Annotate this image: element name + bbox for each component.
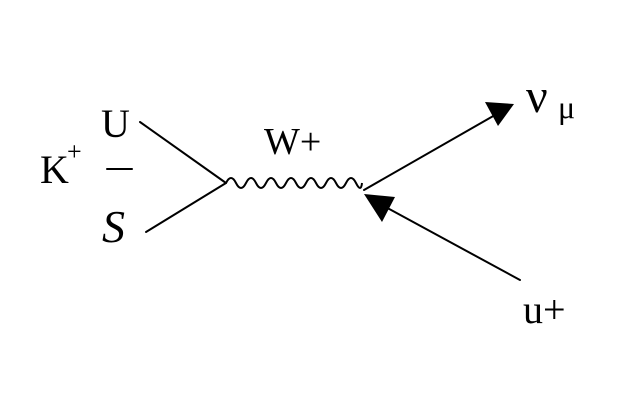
w-boson-label: W+ xyxy=(264,121,321,163)
neutrino-subscript-label: μ xyxy=(558,89,575,125)
neutrino-arrowhead xyxy=(485,102,514,126)
w-boson-propagator xyxy=(225,177,363,189)
muon-line xyxy=(379,203,521,281)
neutrino-line xyxy=(363,114,496,191)
muon-arrowhead xyxy=(364,194,395,222)
antistrange-quark-line xyxy=(145,182,227,233)
neutrino-label: ν xyxy=(526,70,548,123)
up-quark-line xyxy=(139,121,227,184)
kaon-label: K xyxy=(40,147,69,192)
muon-label: u+ xyxy=(523,287,566,332)
up-quark-label: U xyxy=(101,101,130,146)
antistrange-quark-label: S xyxy=(102,201,125,252)
kaon-charge-label: + xyxy=(67,137,82,166)
